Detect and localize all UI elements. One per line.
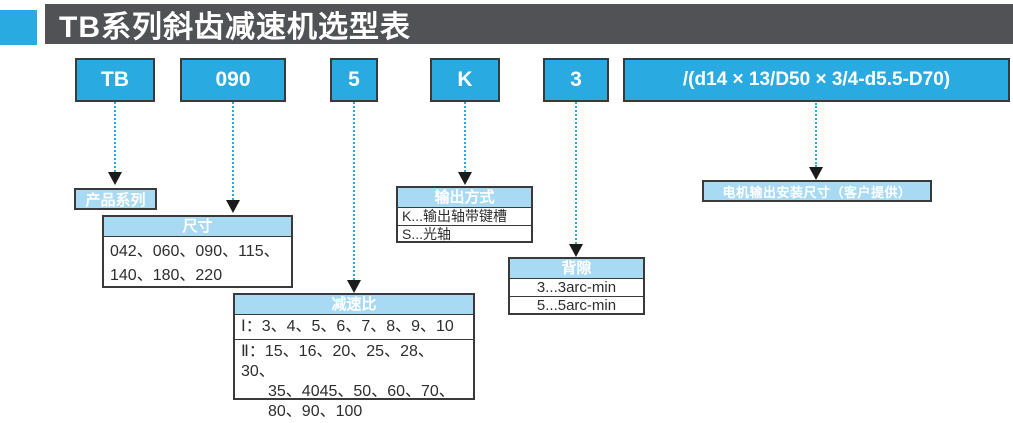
down-arrow-icon-size: [226, 200, 240, 213]
accent-square: [0, 10, 37, 45]
code-box-backlash-label: 3: [570, 68, 582, 91]
title-bar: TB系列斜齿减速机选型表: [45, 4, 1013, 44]
size-panel-title: 尺寸: [104, 217, 291, 237]
down-arrow-icon-backlash: [569, 244, 583, 257]
dotted-connector-motor: [815, 103, 817, 167]
output-type-row-keyed: K...输出轴带键槽: [398, 208, 531, 226]
dotted-connector-backlash: [575, 102, 577, 244]
size-panel: 尺寸 042、060、090、115、 140、180、220: [102, 215, 293, 288]
code-box-size-label: 090: [215, 68, 251, 91]
output-type-panel: 输出方式 K...输出轴带键槽 S...光轴: [396, 186, 533, 243]
code-box-motor-dimensions-label: /(d14 × 13/D50 × 3/4-d5.5-D70): [682, 69, 951, 90]
backlash-row-5: 5...5arc-min: [536, 297, 617, 314]
code-box-series-label: TB: [101, 68, 129, 91]
ratio-panel: 减速比 Ⅰ：3、4、5、6、7、8、9、10 Ⅱ：15、16、20、25、28、…: [233, 293, 475, 420]
code-box-output: K: [430, 58, 500, 102]
down-arrow-icon-ratio: [347, 280, 361, 293]
ratio-two-stage-line2: 35、4045、50、60、70、: [268, 383, 455, 400]
dotted-connector-series: [114, 102, 116, 172]
code-box-backlash: 3: [543, 58, 609, 102]
product-series-tag-label: 产品系列: [85, 191, 146, 209]
motor-mount-tag-label: 电机输出安装尺寸（客户提供）: [722, 184, 912, 200]
code-box-output-label: K: [457, 68, 473, 91]
code-box-series: TB: [75, 58, 155, 102]
size-values-line1: 042、060、090、115、: [110, 243, 280, 260]
ratio-two-stage-line3: 80、90、100: [268, 403, 363, 420]
code-box-size: 090: [180, 58, 286, 102]
dotted-connector-size: [232, 102, 234, 200]
down-arrow-icon-series: [108, 172, 122, 185]
code-box-ratio: 5: [330, 58, 378, 102]
down-arrow-icon-output: [458, 172, 472, 185]
product-series-tag: 产品系列: [74, 188, 157, 210]
size-panel-body: 042、060、090、115、 140、180、220: [104, 237, 291, 291]
backlash-row-3: 3...3arc-min: [510, 279, 643, 297]
output-type-panel-title: 输出方式: [398, 188, 531, 208]
backlash-panel: 背隙 3...3arc-min 5...5arc-min: [508, 257, 645, 315]
ratio-two-stage-line1: Ⅱ：15、16、20、25、28、30、: [241, 343, 434, 380]
code-box-ratio-label: 5: [348, 68, 360, 91]
backlash-panel-title: 背隙: [510, 259, 643, 279]
ratio-row-single-stage: Ⅰ：3、4、5、6、7、8、9、10: [235, 315, 473, 340]
ratio-row-two-stage: Ⅱ：15、16、20、25、28、30、 35、4045、50、60、70、 8…: [235, 340, 473, 423]
motor-mount-tag: 电机输出安装尺寸（客户提供）: [702, 180, 932, 202]
output-type-row-plain: S...光轴: [402, 226, 452, 242]
page-title: TB系列斜齿减速机选型表: [59, 11, 411, 44]
code-box-motor-dimensions: /(d14 × 13/D50 × 3/4-d5.5-D70): [623, 58, 1010, 102]
down-arrow-icon-motor: [809, 167, 823, 180]
ratio-panel-title: 减速比: [235, 295, 473, 315]
size-values-line2: 140、180、220: [110, 267, 223, 284]
dotted-connector-output: [464, 102, 466, 172]
dotted-connector-ratio: [353, 102, 355, 280]
